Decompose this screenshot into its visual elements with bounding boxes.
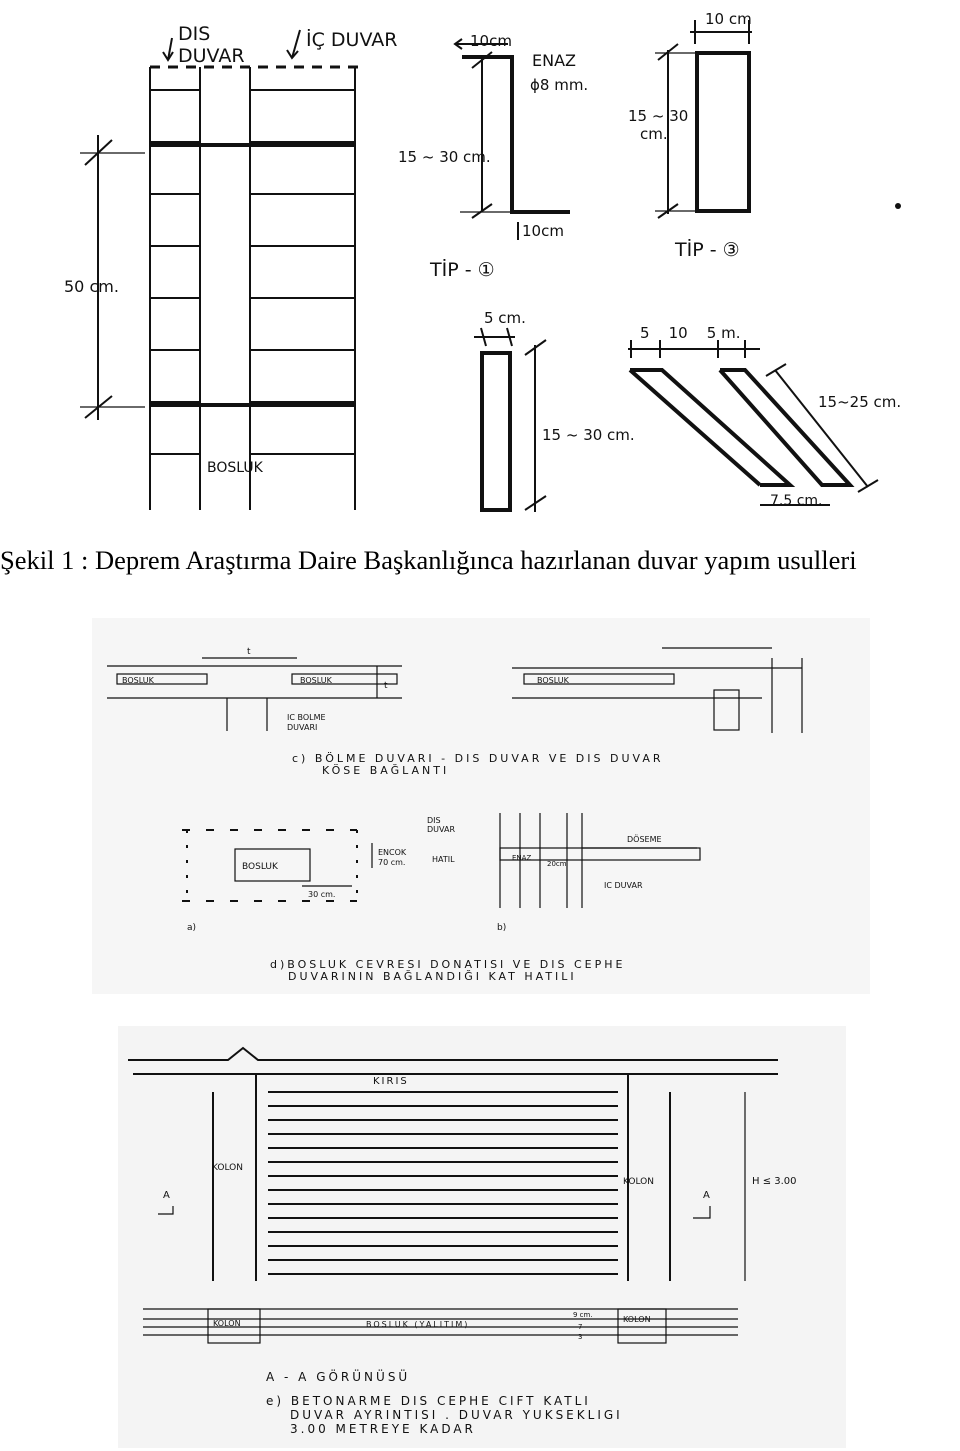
ic-bolme-2: DUVARI (287, 723, 317, 732)
kiris-label: KIRIS (373, 1076, 409, 1087)
kolon-right: KOLON (623, 1177, 654, 1187)
bosluk-c: BOSLUK (537, 676, 570, 685)
wall-details-drawing: DIS DUVAR İÇ DUVAR 50 cm. BOSLUK 10cm 15… (64, 10, 901, 512)
label-a: a) (187, 923, 196, 933)
diagonal-top-dims: 5 10 5 m. (640, 324, 740, 342)
ic-bolme-1: IC BOLME (287, 713, 326, 722)
enaz-20: 20cm (547, 860, 567, 868)
tip-2-tie-detail: 5 cm. 15 ~ 30 cm. (474, 309, 635, 512)
enaz-label: ENAZ (512, 854, 531, 862)
dim-50cm: 50 cm. (64, 277, 119, 296)
dim-30cm: 30 cm. (308, 890, 335, 899)
height-label: H ≤ 3.00 (752, 1176, 797, 1187)
bosluk-yalitim: BOSLUK (YALITIM) (366, 1320, 469, 1329)
tip3-height-dim-2: cm. (640, 125, 668, 143)
dim-7: 7 (578, 1323, 582, 1331)
opening-reinforcement-detail: BOSLUK ENCOK 70 cm. 30 cm. a) (182, 829, 407, 933)
double-wall-elevation: DIS DUVAR İÇ DUVAR 50 cm. BOSLUK (64, 23, 397, 510)
caption-e-line-2: DUVAR AYRINTISI . DUVAR YUKSEKLIGI (290, 1408, 623, 1422)
connection-details-drawing: BOSLUK BOSLUK t t IC BOLME DUVARI BOSLUK… (92, 618, 870, 994)
caption-d-line-1: d)BOSLUK CEVRESI DONATISI VE DIS CEPHE (270, 958, 625, 971)
corner-connection-plan: BOSLUK (512, 647, 803, 733)
diagonal-tie-detail: 5 10 5 m. 15~25 cm. 7.5 cm. (628, 324, 901, 509)
dis-duvar-1: DIS (427, 816, 441, 825)
tip2-top-dim: 5 cm. (484, 309, 526, 327)
ic-duvar-label: İÇ DUVAR (306, 28, 397, 51)
tip3-height-dim-1: 15 ~ 30 (628, 107, 688, 125)
caption-c-line-1: c) BÖLME DUVARI - DIS DUVAR VE DIS DUVAR (292, 752, 664, 765)
tip1-label: TİP - ① (429, 258, 495, 281)
caption-d-line-2: DUVARININ BAĞLANDIĞI KAT HATILI (288, 970, 577, 983)
tip3-label: TİP - ③ (674, 238, 740, 261)
bosluk-label: BOSLUK (207, 460, 264, 476)
hatil-label: HATIL (432, 855, 455, 864)
tip1-enaz: ENAZ (532, 51, 576, 70)
label-b: b) (497, 923, 506, 933)
caption-c-line-2: KÖSE BAĞLANTI (322, 764, 449, 777)
kolon-plan-left: KOLON (213, 1319, 241, 1328)
ic-duvar-label-2: IC DUVAR (604, 881, 643, 890)
dis-duvar-2: DUVAR (427, 825, 455, 834)
encok-2: 70 cm. (378, 858, 405, 867)
floor-beam-section-detail: DIS DUVAR DÖSEME HATIL ENAZ 20cm IC DUVA… (427, 813, 701, 933)
kolon-left: KOLON (212, 1163, 243, 1173)
bosluk-b: BOSLUK (300, 676, 333, 685)
caption-e-line-1: e) BETONARME DIS CEPHE CIFT KATLI (266, 1394, 591, 1408)
view-title: A - A GÖRÜNÜSÜ (266, 1368, 410, 1384)
tip1-diameter: ϕ8 mm. (530, 76, 588, 94)
section-a-left: A (163, 1190, 170, 1201)
figure-caption: Şekil 1 : Deprem Araştırma Daire Başkanl… (0, 545, 857, 575)
kolon-plan-right: KOLON (623, 1315, 651, 1324)
bosluk-a: BOSLUK (122, 676, 155, 685)
tip-3-tie-detail: 10 cm 15 ~ 30 cm. TİP - ③ (628, 10, 901, 261)
bosluk-box: BOSLUK (242, 862, 279, 872)
doseme-label: DÖSEME (627, 834, 662, 844)
dim-3: 3 (578, 1333, 582, 1341)
caption-e-line-3: 3.00 METREYE KADAR (290, 1422, 476, 1436)
dim-t-1: t (247, 647, 251, 657)
tip1-top-dim: 10cm (470, 32, 512, 50)
partition-connection-plan: BOSLUK BOSLUK t t IC BOLME DUVARI (107, 647, 402, 732)
tip1-bottom-dim: 10cm (522, 222, 564, 240)
tip2-height-dim: 15 ~ 30 cm. (542, 426, 635, 444)
section-a-right: A (703, 1190, 710, 1201)
dis-duvar-label-1: DIS (178, 23, 210, 45)
dim-9cm: 9 cm. (573, 1311, 593, 1319)
double-wall-elevation-drawing: KIRIS KOLON KOLON A A H ≤ 3.00 KOLON KOL… (118, 1026, 846, 1448)
tip3-top-dim: 10 cm (705, 10, 752, 28)
encok-1: ENCOK (378, 848, 407, 857)
tip1-height-dim: 15 ~ 30 cm. (398, 148, 491, 166)
dim-t-2: t (384, 681, 388, 691)
diagonal-foot-dim: 7.5 cm. (770, 493, 823, 509)
dis-duvar-label-2: DUVAR (178, 45, 245, 67)
wall-plan-section: KOLON KOLON BOSLUK (YALITIM) 9 cm. 7 3 (143, 1308, 738, 1344)
diagonal-length-dim: 15~25 cm. (818, 393, 901, 411)
frame-elevation: KIRIS KOLON KOLON A A H ≤ 3.00 (128, 1046, 797, 1281)
tip-1-tie-detail: 10cm 15 ~ 30 cm. ENAZ ϕ8 mm. 10cm TİP - … (398, 32, 588, 281)
